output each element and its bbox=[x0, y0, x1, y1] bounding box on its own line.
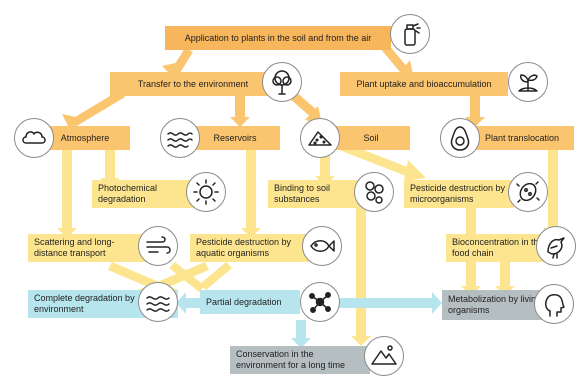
node-application: Application to plants in the soil and fr… bbox=[165, 26, 391, 50]
mountain-icon bbox=[364, 336, 404, 376]
node-bioconcentration: Bioconcentration in the food chain bbox=[446, 234, 550, 262]
node-plant-translocation: Plant translocation bbox=[470, 126, 574, 150]
node-binding-soil: Binding to soil substances bbox=[268, 180, 368, 208]
node-soil: Soil bbox=[332, 126, 410, 150]
microorganism-icon bbox=[508, 172, 548, 212]
spray-bottle-icon bbox=[390, 14, 430, 54]
tree-icon bbox=[262, 62, 302, 102]
node-metabolization: Metabolization by living organisms bbox=[442, 290, 548, 320]
node-atmosphere: Atmosphere bbox=[40, 126, 130, 150]
node-plant-uptake: Plant uptake and bioaccumulation bbox=[340, 72, 508, 96]
waves-icon bbox=[160, 118, 200, 158]
molecule-cluster-icon bbox=[354, 172, 394, 212]
cloud-icon bbox=[14, 118, 54, 158]
bird-icon bbox=[536, 226, 576, 266]
fish-icon bbox=[302, 226, 342, 266]
node-photochemical: Photochemical degradation bbox=[92, 180, 202, 208]
node-destruction-micro: Pesticide destruction by microorganisms bbox=[404, 180, 514, 208]
wind-icon bbox=[138, 226, 178, 266]
human-head-icon bbox=[534, 284, 574, 324]
node-destruction-aquatic: Pesticide destruction by aquatic organis… bbox=[190, 234, 316, 262]
sprout-icon bbox=[508, 62, 548, 102]
avocado-icon bbox=[440, 118, 480, 158]
swirl-water-icon bbox=[138, 282, 178, 322]
node-reservoirs: Reservoirs bbox=[190, 126, 280, 150]
network-icon bbox=[300, 282, 340, 322]
node-scattering: Scattering and long-distance transport bbox=[28, 234, 148, 262]
sun-icon bbox=[186, 172, 226, 212]
node-conservation: Conservation in the environment for a lo… bbox=[230, 346, 370, 374]
node-partial-degradation: Partial degradation bbox=[200, 290, 300, 314]
soil-pile-icon bbox=[300, 118, 340, 158]
node-transfer: Transfer to the environment bbox=[110, 72, 276, 96]
